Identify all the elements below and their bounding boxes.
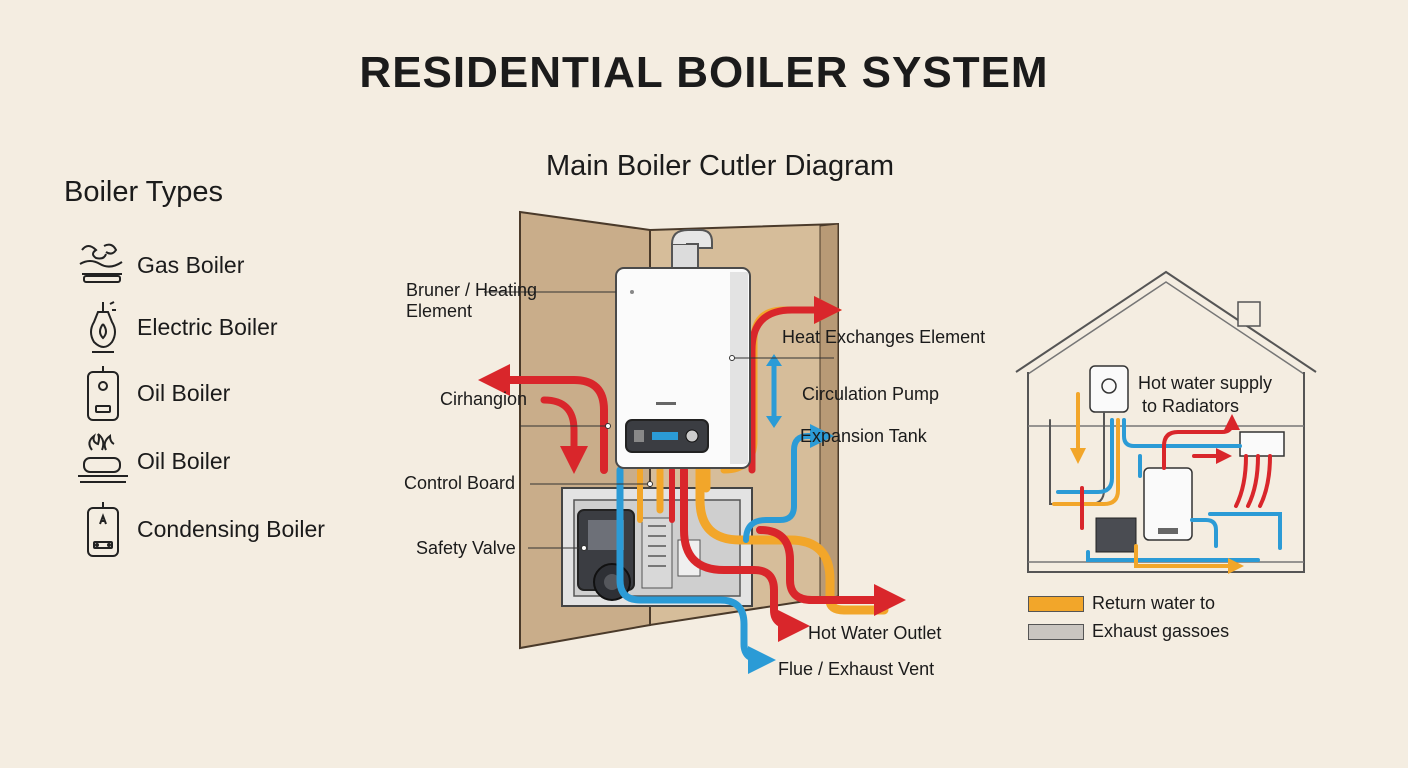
house-label: Hot water supply to Radiators: [1138, 372, 1272, 418]
house-illustration: [1015, 270, 1317, 574]
oil-tank-icon: [87, 366, 119, 421]
callout-burner-line2: Element: [406, 301, 473, 321]
legend-exhaust-gases: Exhaust gassoes: [1028, 621, 1308, 643]
electric-flame-icon: [90, 301, 116, 353]
callout-burner: Bruner / Heating Element: [406, 280, 537, 322]
callout-safety-valve: Safety Valve: [416, 538, 516, 558]
legend-return-water: Return water to: [1028, 593, 1308, 615]
boiler-type-label: Electric Boiler: [137, 314, 278, 340]
boiler-type-gas: Gas Boiler: [74, 236, 374, 296]
callout-heat-exchanger: Heat Exchanges Element: [782, 327, 986, 347]
condensing-unit-icon: [87, 502, 119, 557]
legend-swatch-orange: [1028, 596, 1084, 612]
callout-burner-line1: Bruner / Heating: [406, 280, 538, 300]
boiler-type-label: Oil Boiler: [137, 380, 231, 406]
legend-label: Return water to: [1092, 593, 1216, 613]
flue-pipe: [671, 229, 713, 271]
boiler-type-label: Oil Boiler: [137, 448, 231, 474]
callout-hot-water-outlet: Hot Water Outlet: [808, 623, 942, 643]
boiler-type-electric: Electric Boiler: [74, 298, 374, 358]
boiler-type-label: Condensing Boiler: [137, 516, 325, 542]
gas-flame-icon: [79, 243, 123, 283]
legend-label: Exhaust gassoes: [1092, 621, 1230, 641]
callout-flue-vent: Flue / Exhaust Vent: [778, 659, 935, 679]
page-title: RESIDENTIAL BOILER SYSTEM: [359, 48, 1049, 97]
boiler-unit: [615, 267, 751, 469]
oil-burner-icon: [78, 433, 128, 483]
callout-control-board: Control Board: [404, 473, 516, 493]
boiler-type-oil-2: Oil Boiler: [74, 432, 374, 492]
callout-cirhangion: Cirhangion: [440, 389, 528, 409]
boiler-type-oil: Oil Boiler: [74, 364, 374, 424]
house-label-line1: Hot water supply: [1138, 373, 1273, 393]
pipework: [478, 296, 906, 674]
boiler-types-heading: Boiler Types: [64, 176, 224, 208]
callout-expansion-tank: Expansion Tank: [800, 426, 927, 446]
pump-flow-arrow: [766, 354, 782, 428]
boiler-type-label: Gas Boiler: [137, 252, 245, 278]
callout-leaders: [484, 291, 834, 551]
callout-circulation-pump: Circulation Pump: [802, 384, 940, 404]
house-label-line2: to Radiators: [1142, 396, 1240, 416]
legend-swatch-gray: [1028, 624, 1084, 640]
diagram-title: Main Boiler Cutler Diagram: [545, 150, 895, 182]
boiler-type-condensing: Condensing Boiler: [74, 500, 374, 560]
